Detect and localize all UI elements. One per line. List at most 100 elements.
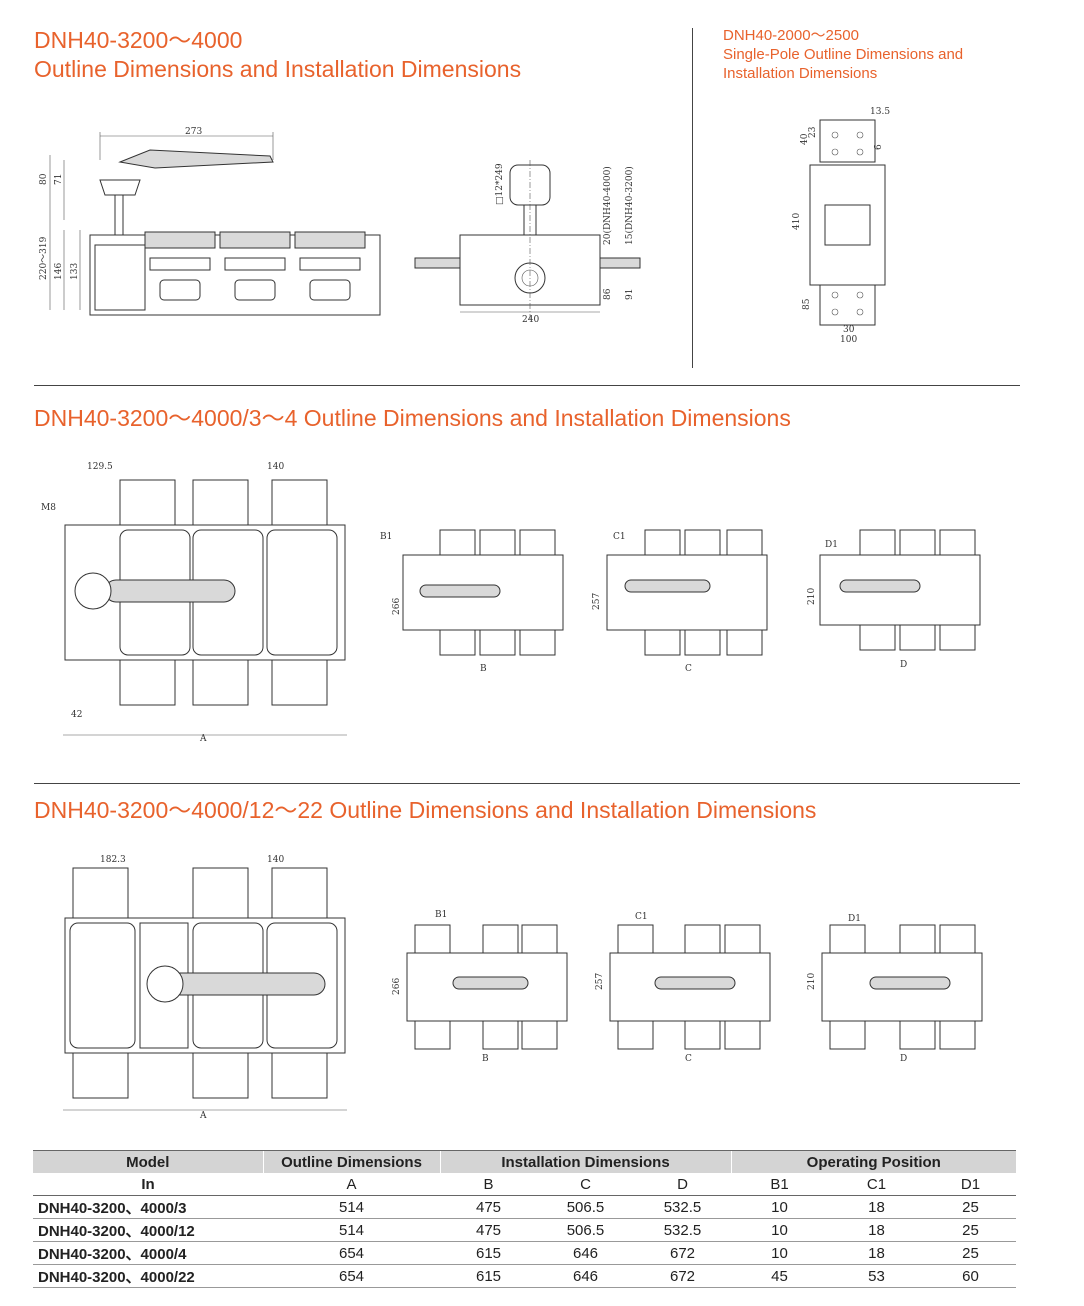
th-c1: C1 (828, 1173, 925, 1196)
th-outline: Outline Dimensions (262, 1150, 440, 1173)
cell-d1: 25 (925, 1195, 1016, 1219)
cell-b: 615 (440, 1241, 537, 1265)
cell-c1: 18 (828, 1241, 925, 1265)
dim-273: 273 (185, 127, 202, 137)
cell-model: DNH40-3200、4000/12 (33, 1218, 263, 1242)
dim-b-s3: B (482, 1054, 489, 1064)
cell-b1: 10 (731, 1241, 828, 1265)
dim-220-319: 220～319 (39, 236, 49, 280)
cell-model: DNH40-3200、4000/4 (33, 1241, 263, 1265)
cell-c: 646 (537, 1241, 634, 1265)
cell-b: 475 (440, 1195, 537, 1219)
dim-240: 240 (522, 315, 539, 325)
section2-d-drawing: D1 210 D (807, 529, 981, 670)
cell-c: 506.5 (537, 1195, 634, 1219)
section3-title: DNH40-3200～4000/12～22 Outline Dimensions… (34, 797, 817, 823)
cell-model: DNH40-3200、4000/3 (33, 1195, 263, 1219)
th-b1: B1 (731, 1173, 828, 1196)
th-d1: D1 (925, 1173, 1016, 1196)
section3-b-drawing: B1 266 B (392, 910, 568, 1064)
section1-title-line1: DNH40-3200～4000 (34, 27, 243, 53)
dim-210-s2: 210 (807, 588, 817, 605)
table-row: DNH40-3200、4000/22 654 615 646 672 45 53… (33, 1264, 1016, 1288)
section2-main-drawing: 129.5 140 M8 42 A (41, 462, 347, 744)
cell-d: 672 (634, 1241, 731, 1265)
section2-b-drawing: B1 266 B (380, 529, 564, 674)
dim-b1-s3: B1 (435, 910, 447, 920)
cell-b: 615 (440, 1264, 537, 1288)
th-b: B (440, 1173, 537, 1196)
dim-d1-s2: D1 (825, 540, 838, 550)
dim-15-3200: 15(DNH40-3200) (624, 166, 635, 245)
dim-71: 71 (54, 174, 64, 185)
table-row: DNH40-3200、4000/4 654 615 646 672 10 18 … (33, 1241, 1016, 1265)
section1-side-title-line3: Installation Dimensions (723, 65, 878, 82)
section2-c-drawing: C1 257 C (592, 529, 768, 674)
dim-23: 23 (808, 126, 818, 138)
dim-85: 85 (802, 298, 812, 310)
dim-129-5: 129.5 (87, 462, 113, 472)
dim-b1-s2: B1 (380, 532, 392, 542)
dim-d-s2: D (900, 660, 907, 670)
dim-20-4000: 20(DNH40-4000) (602, 166, 613, 245)
dim-133: 133 (70, 263, 80, 280)
cell-d1: 60 (925, 1264, 1016, 1288)
th-operating: Operating Position (730, 1150, 1016, 1173)
th-installation: Installation Dimensions (439, 1150, 731, 1173)
dim-30: 30 (843, 325, 855, 335)
cell-c: 506.5 (537, 1218, 634, 1242)
section2-title: DNH40-3200～4000/3～4 Outline Dimensions a… (34, 405, 791, 431)
dim-257-s3: 257 (595, 973, 605, 990)
dim-6: 6 (874, 144, 884, 150)
section1-divider (692, 28, 693, 368)
section1-side-title-line1: DNH40-2000～2500 (723, 27, 859, 44)
section1-side-title-line2: Single-Pole Outline Dimensions and (723, 46, 964, 63)
spec-table: Model Outline Dimensions Installation Di… (33, 1150, 1016, 1288)
dim-410: 410 (792, 213, 802, 230)
cell-d: 532.5 (634, 1218, 731, 1242)
cell-b1: 10 (731, 1218, 828, 1242)
section1-title-line2: Outline Dimensions and Installation Dime… (34, 56, 522, 82)
cell-d1: 25 (925, 1218, 1016, 1242)
single-pole-drawing: 13.5 40 23 6 410 85 30 100 (792, 107, 890, 345)
cell-a: 654 (263, 1264, 440, 1288)
dim-266-s2: 266 (392, 598, 402, 615)
cell-a: 514 (263, 1195, 440, 1219)
cell-a: 654 (263, 1241, 440, 1265)
front-view-drawing: 240 □12*249 20(DNH40-4000) 15(DNH40-3200… (414, 160, 641, 325)
th-model: Model (33, 1150, 263, 1173)
cell-a: 514 (263, 1218, 440, 1242)
dim-146: 146 (54, 263, 64, 280)
dim-d-s3: D (900, 1054, 907, 1064)
cell-c1: 18 (828, 1195, 925, 1219)
dim-80: 80 (39, 173, 49, 185)
dim-266-s3: 266 (392, 978, 402, 995)
dim-42: 42 (71, 710, 82, 720)
table-row: DNH40-3200、4000/3 514 475 506.5 532.5 10… (33, 1195, 1016, 1219)
dim-140-s2: 140 (267, 462, 284, 472)
divider-2 (34, 783, 1020, 784)
section3-main-drawing: 182.3 140 A (63, 855, 347, 1121)
label-m8: M8 (41, 503, 56, 513)
dim-12x249: □12*249 (495, 163, 505, 205)
dim-b-s2: B (480, 664, 487, 674)
th-in: In (33, 1173, 263, 1196)
th-c: C (537, 1173, 634, 1196)
dim-c-s2: C (685, 664, 692, 674)
dim-d1-s3: D1 (848, 914, 861, 924)
cell-d: 672 (634, 1264, 731, 1288)
side-view-drawing: 273 80 71 220～319 146 133 (39, 127, 381, 316)
cell-d1: 25 (925, 1241, 1016, 1265)
divider-1 (34, 385, 1020, 386)
table-row: DNH40-3200、4000/12 514 475 506.5 532.5 1… (33, 1218, 1016, 1242)
dim-13-5: 13.5 (870, 107, 890, 117)
dim-100: 100 (840, 335, 857, 345)
dim-a-s3: A (199, 1111, 207, 1121)
cell-b: 475 (440, 1218, 537, 1242)
cell-b1: 45 (731, 1264, 828, 1288)
section3-d-drawing: D1 210 D (807, 914, 983, 1064)
cell-c1: 18 (828, 1218, 925, 1242)
dim-40: 40 (800, 133, 810, 145)
th-a: A (263, 1173, 440, 1196)
dim-86: 86 (603, 288, 613, 300)
